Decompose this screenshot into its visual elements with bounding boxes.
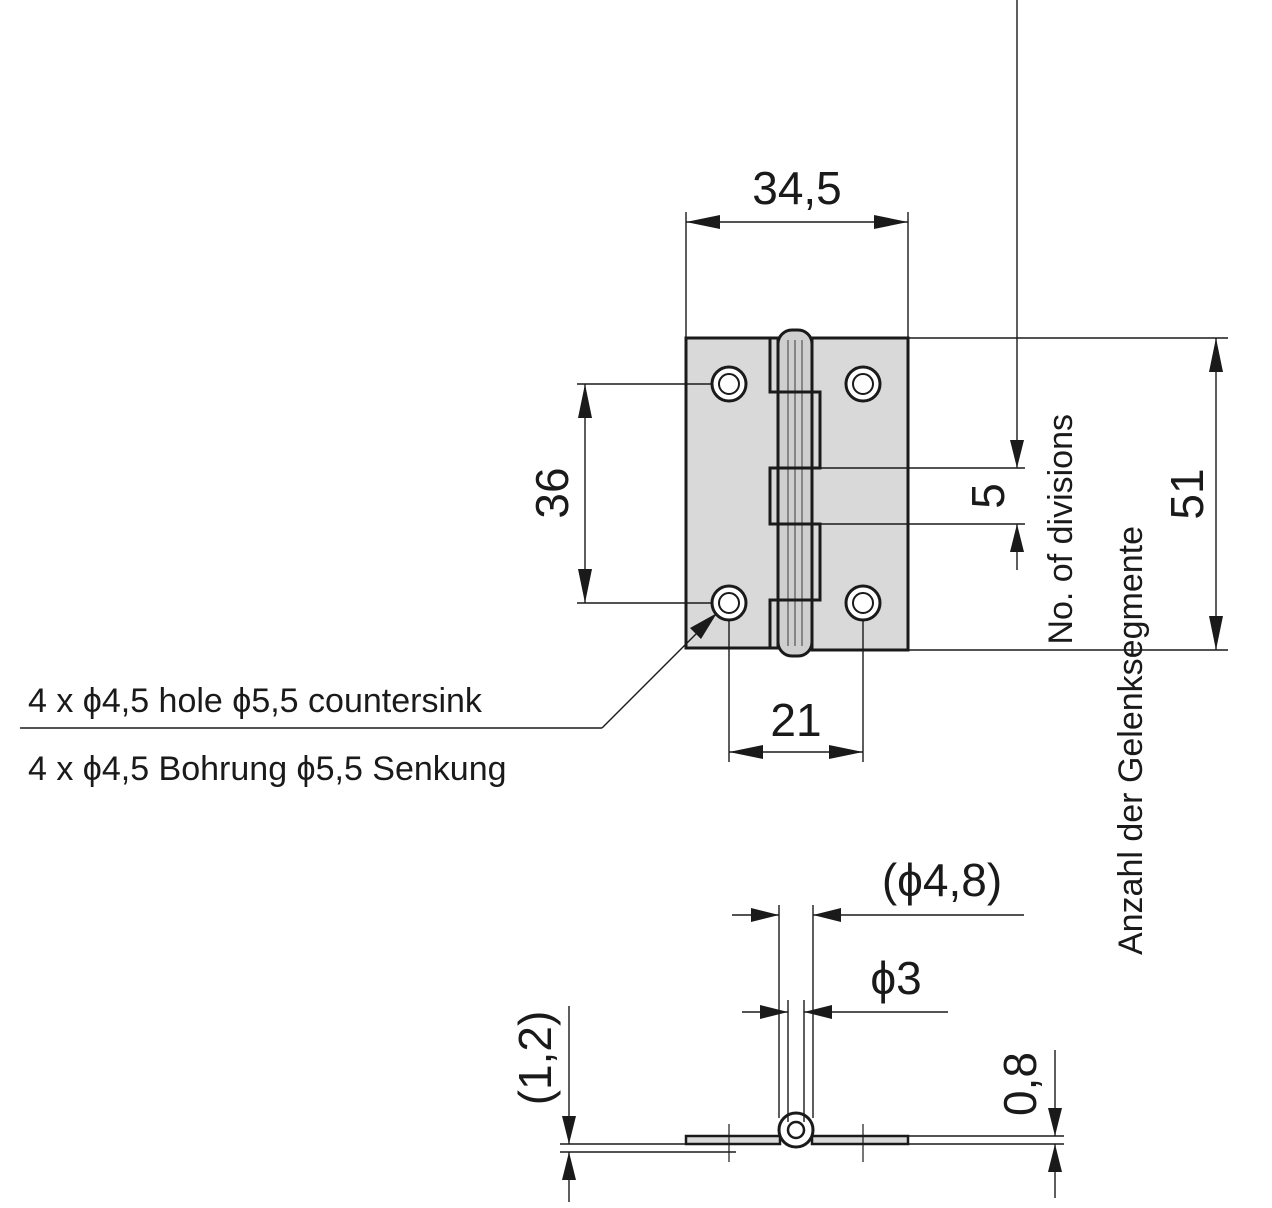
outer-diameter-label: (ϕ4,8) [882, 854, 1002, 906]
side-leaf-left [684, 1134, 782, 1146]
outer-diameter-dimension: (ϕ4,8) [732, 854, 1024, 922]
hole-top-left [710, 365, 748, 403]
hole-top-right [844, 365, 882, 403]
pin-diameter-dimension: ϕ3 [742, 952, 948, 1019]
mounting-holes [710, 365, 882, 622]
hole-note-de: 4 x ϕ4,5 Bohrung ϕ5,5 Senkung [28, 750, 507, 788]
hinge-side-view [684, 905, 910, 1162]
hinge-front-view [684, 328, 1025, 658]
divisions-label-en: No. of divisions [1042, 414, 1080, 645]
hole-bottom-right [844, 584, 882, 622]
leaf-thickness-dimension: 0,8 [908, 1050, 1064, 1198]
hole-callout: 4 x ϕ4,5 hole ϕ5,5 countersink 4 x ϕ4,5 … [20, 613, 717, 788]
divisions-labels: No. of divisions Anzahl der Gelenksegmen… [1042, 414, 1150, 955]
width-dimension-label: 34,5 [752, 162, 842, 214]
hole-note-en: 4 x ϕ4,5 hole ϕ5,5 countersink [28, 682, 483, 720]
divisions-label-de: Anzahl der Gelenksegmente [1112, 526, 1150, 955]
total-height-label: 51 [1161, 468, 1213, 519]
side-pin [786, 1120, 806, 1140]
closed-thickness-dimension: (1,2) [509, 1006, 736, 1202]
side-leaf-right [810, 1134, 910, 1146]
hole-pitch-horizontal-label: 21 [770, 694, 821, 746]
width-dimension: 34,5 [685, 162, 909, 338]
knuckle-segments [768, 338, 1025, 648]
knuckle-segment-dimension: 5 [962, 0, 1024, 570]
knuckle-segment-label: 5 [962, 483, 1014, 509]
pin-diameter-label: ϕ3 [870, 952, 921, 1004]
total-height-dimension: 51 [908, 337, 1228, 651]
closed-thickness-label: (1,2) [509, 1011, 561, 1106]
hole-pitch-vertical-dimension: 36 [526, 383, 712, 604]
hole-pitch-vertical-label: 36 [526, 467, 578, 518]
leaf-thickness-label: 0,8 [994, 1052, 1046, 1116]
hole-bottom-left [710, 584, 748, 622]
hole-pitch-horizontal-dimension: 21 [728, 620, 864, 762]
